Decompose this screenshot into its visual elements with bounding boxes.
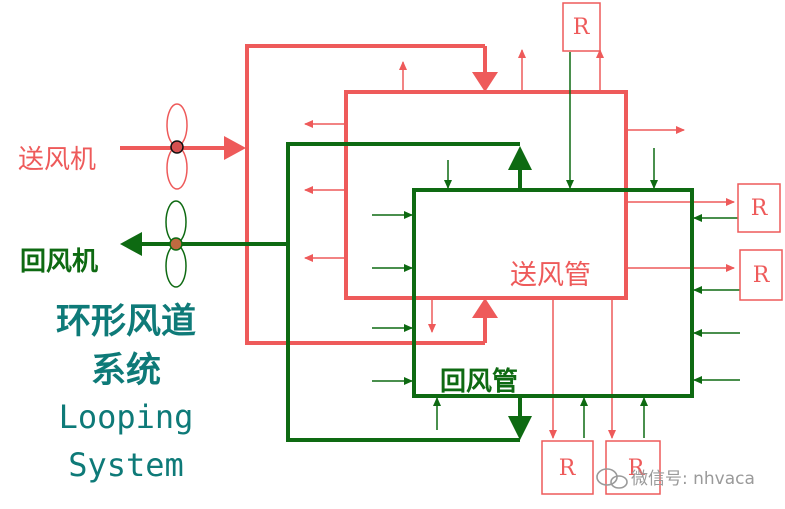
room-label: R (559, 456, 577, 481)
watermark-text: 微信号: nhvaca (631, 469, 755, 489)
title-en-line1: Looping (59, 398, 194, 436)
return-fan-icon (165, 200, 187, 288)
room-box (739, 249, 783, 301)
return-duct-label: 回风管 (440, 367, 518, 397)
supply-ring-duct (245, 44, 485, 345)
room-labels: R R R R R (559, 15, 771, 481)
supply-duct-box (344, 90, 628, 300)
title-cn-line1: 环形风道 (56, 302, 196, 342)
diagram-title: 环形风道 系统 Looping System (56, 302, 196, 484)
wechat-icon (596, 468, 628, 489)
supply-fan-label: 送风机 (18, 145, 96, 175)
return-ring-bottom-arrowhead (508, 416, 532, 440)
room-label: R (573, 15, 591, 40)
supply-ring-bottom-arrowhead (472, 298, 498, 318)
room-box (737, 183, 781, 233)
rooms (541, 2, 783, 495)
return-ring-duct (286, 142, 520, 442)
room-label: R (753, 263, 771, 288)
supply-system (120, 44, 628, 345)
return-fan-label: 回风机 (20, 247, 98, 277)
room-box (562, 2, 601, 52)
room-box (605, 440, 661, 495)
title-en-line2: System (68, 446, 184, 484)
title-cn-line2: 系统 (91, 351, 161, 391)
supply-outlet-arrows (304, 49, 735, 439)
return-inlet-arrows (372, 52, 740, 438)
return-fan-arrowhead (120, 232, 142, 256)
supply-duct-label: 送风管 (510, 260, 591, 291)
return-ring-top-arrowhead (508, 146, 532, 170)
supply-fan-icon (166, 103, 188, 190)
room-box (541, 440, 594, 495)
room-label: R (751, 196, 769, 221)
room-label: R (628, 456, 646, 481)
return-duct-box (412, 188, 694, 398)
return-system (120, 142, 694, 442)
supply-ring-top-arrowhead (472, 72, 498, 92)
supply-fan-outlet-arrowhead (224, 136, 246, 160)
